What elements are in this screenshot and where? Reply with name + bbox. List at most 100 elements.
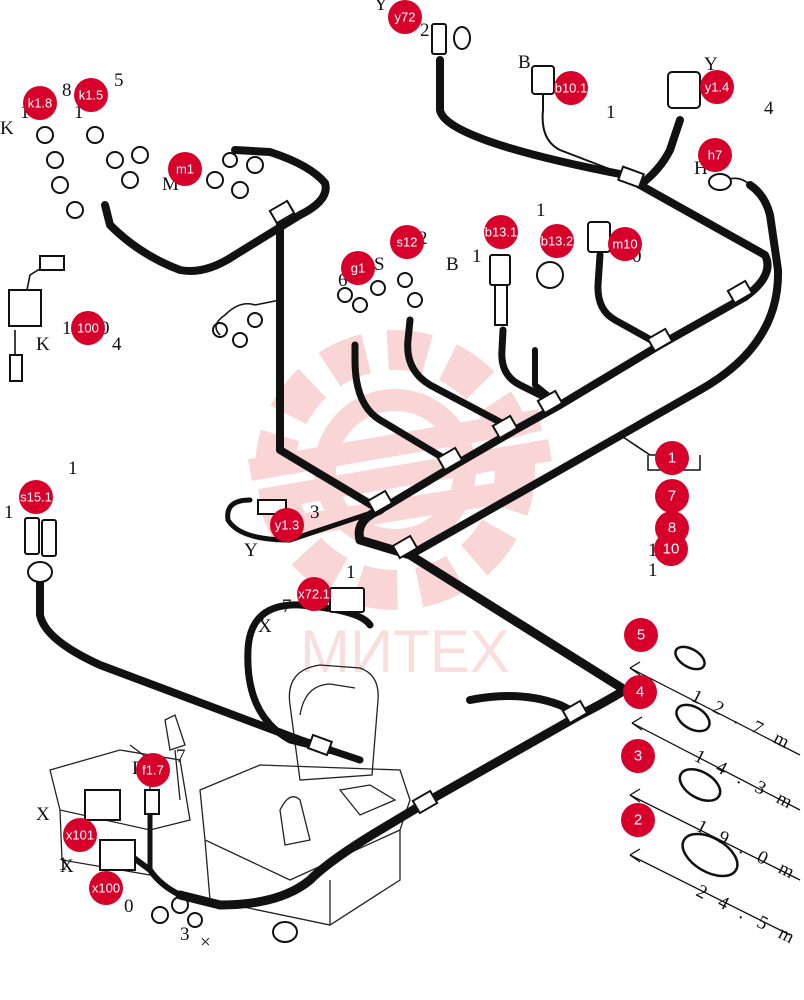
label-x101-letter: X <box>36 804 50 825</box>
callout-4[interactable]: 4 <box>623 675 657 709</box>
callout-k1-5[interactable]: k1.5 <box>74 78 108 112</box>
label-s15-digit-b: 1 <box>68 458 78 479</box>
callout-b13-1[interactable]: b13.1 <box>484 215 518 249</box>
svg-text:10: 10 <box>663 541 680 558</box>
label-y13-letter: Y <box>244 540 258 561</box>
label-y14-letter: Y <box>704 54 718 75</box>
label-bottom-digit-a: 0 <box>124 896 134 917</box>
svg-text:5: 5 <box>637 627 645 644</box>
svg-text:x72.1: x72.1 <box>298 587 330 602</box>
dimension-label-14-3: 1 4 . 3 m <box>691 746 800 816</box>
label-bottom-mult: × <box>200 932 211 953</box>
callout-7[interactable]: 7 <box>655 479 689 513</box>
label-y14-digit: 4 <box>764 98 774 119</box>
svg-text:m10: m10 <box>612 237 637 252</box>
label-x72-letter: X <box>258 616 272 637</box>
label-x100-letter: 1 <box>58 854 68 875</box>
svg-text:x101: x101 <box>66 828 94 843</box>
dimension-label-24-5: 2 4 . 5 m <box>693 881 802 951</box>
label-b13-letter: B <box>446 254 459 275</box>
dimension-label-12-7: 1 2 . 7 m <box>688 686 797 756</box>
label-g1-digit: 6 <box>338 270 348 291</box>
watermark-gear-logo <box>248 330 552 610</box>
svg-text:7: 7 <box>668 488 676 505</box>
callout-b13-2[interactable]: b13.2 <box>540 224 574 258</box>
label-b13-digit-a: 1 <box>472 246 482 267</box>
svg-text:b13.2: b13.2 <box>541 234 574 249</box>
svg-text:f1.7: f1.7 <box>142 763 164 778</box>
svg-text:x100: x100 <box>92 881 120 896</box>
callout-x100[interactable]: x100 <box>89 871 123 905</box>
callout-m10[interactable]: m10 <box>608 227 642 261</box>
label-k15-digit-c: 5 <box>114 70 124 91</box>
callout-f1-7[interactable]: f1.7 <box>136 753 170 787</box>
label-y72-letter: Y <box>374 0 388 15</box>
dimension-label-19-0: 1 9 . 0 m <box>693 816 802 886</box>
label-k100-digit-c: 4 <box>112 334 122 355</box>
ring-terminals <box>36 126 423 928</box>
label-bottom-digit-b: 3 <box>180 924 190 945</box>
label-k15-digit-b: 1 <box>74 102 84 123</box>
thin-leads <box>14 177 751 456</box>
svg-text:1: 1 <box>668 450 676 467</box>
svg-text:8: 8 <box>668 520 676 537</box>
svg-text:b10.1: b10.1 <box>555 81 588 96</box>
legend-bottom-digit-b: 1 <box>648 560 658 581</box>
callout-3[interactable]: 3 <box>621 739 655 773</box>
callout-k100[interactable]: 100 <box>71 311 105 345</box>
svg-text:s15.1: s15.1 <box>20 490 52 505</box>
watermark-text: МИТЕХ <box>300 618 510 685</box>
svg-text:s12: s12 <box>397 235 418 250</box>
label-b13-digit-b: 1 <box>536 200 546 221</box>
svg-text:k1.8: k1.8 <box>28 96 53 111</box>
label-x72-digit-a: 7 <box>282 596 292 617</box>
svg-text:3: 3 <box>634 748 642 765</box>
connectors <box>8 23 732 943</box>
callout-1[interactable]: 1 <box>655 441 689 475</box>
svg-text:4: 4 <box>636 684 644 701</box>
callout-5[interactable]: 5 <box>624 618 658 652</box>
callout-10[interactable]: 10 <box>654 532 688 566</box>
svg-text:y72: y72 <box>395 10 416 25</box>
label-x72-digit-b: 1 <box>346 562 356 583</box>
callout-b10-1[interactable]: b10.1 <box>554 71 588 105</box>
callout-y1-3[interactable]: y1.3 <box>270 508 304 542</box>
callout-y72[interactable]: y72 <box>388 0 422 34</box>
callout-h7[interactable]: h7 <box>698 138 732 172</box>
svg-text:m1: m1 <box>176 162 194 177</box>
callout-x72-1[interactable]: x72.1 <box>297 577 331 611</box>
svg-text:g1: g1 <box>351 261 365 276</box>
legend-bottom-digit-a: 1 <box>648 540 658 561</box>
svg-text:y1.4: y1.4 <box>705 80 730 95</box>
label-k100-digit-a: 1 <box>62 318 72 339</box>
svg-text:k1.5: k1.5 <box>79 88 104 103</box>
callout-m1[interactable]: m1 <box>168 152 202 186</box>
callout-x101[interactable]: x101 <box>63 818 97 852</box>
label-k18-letter: K <box>0 118 14 139</box>
junction-sleeves <box>268 165 754 815</box>
label-x100-letter-b: X <box>60 856 74 877</box>
label-b10-digit: 1 <box>606 102 616 123</box>
label-g1-letter: S <box>374 254 385 275</box>
svg-text:b13.1: b13.1 <box>485 225 518 240</box>
label-k100-letter: K <box>36 334 50 355</box>
label-k18-digit: 1 <box>20 102 30 123</box>
svg-text:2: 2 <box>634 812 642 829</box>
label-y72-digit: 2 <box>420 20 430 41</box>
label-b10-letter: B <box>518 52 531 73</box>
cable-ties <box>674 645 739 878</box>
svg-text:h7: h7 <box>708 148 722 163</box>
label-m10-digit: 0 <box>632 246 642 267</box>
callout-s12[interactable]: s12 <box>390 225 424 259</box>
callout-k1-8[interactable]: k1.8 <box>23 86 57 120</box>
label-f17-digit: 7 <box>176 746 186 767</box>
svg-text:y1.3: y1.3 <box>275 518 300 533</box>
callout-y1-4[interactable]: y1.4 <box>700 70 734 104</box>
callout-s15-1[interactable]: s15.1 <box>19 480 53 514</box>
label-k15-digit-a: 8 <box>62 80 72 101</box>
callout-2[interactable]: 2 <box>621 803 655 837</box>
dimension-arrows <box>629 455 801 936</box>
label-s15-digit-a: 1 <box>4 502 14 523</box>
callout-g1[interactable]: g1 <box>341 251 375 285</box>
